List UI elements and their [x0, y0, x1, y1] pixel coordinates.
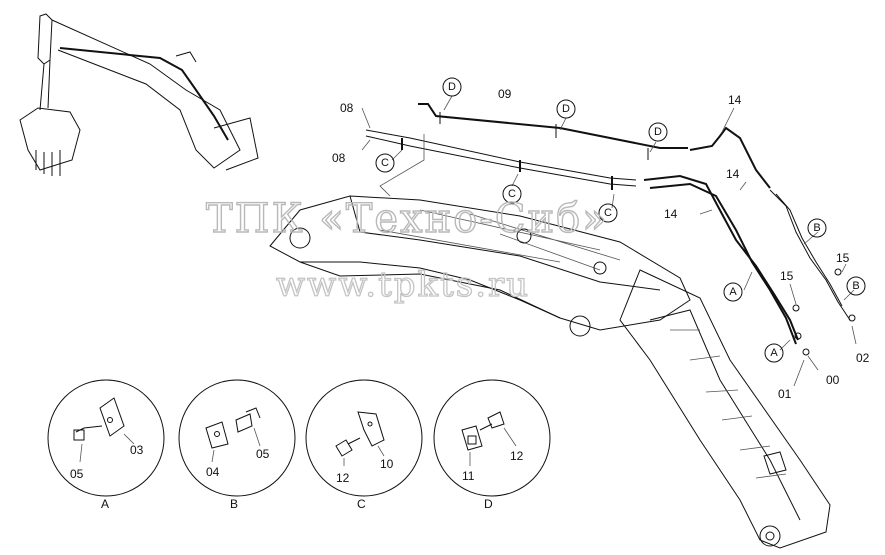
part-label-01: 01 — [778, 387, 792, 401]
svg-text:A: A — [770, 347, 778, 359]
callout-c-3: C — [598, 203, 618, 223]
callout-d-2: D — [556, 99, 576, 119]
hoses-14 — [643, 126, 851, 345]
part-label-15-right: 15 — [836, 251, 850, 265]
svg-text:C: C — [508, 188, 516, 200]
callout-c-2: C — [502, 184, 522, 204]
part-label-15-left: 15 — [780, 269, 794, 283]
detail-d: 11 12 — [433, 379, 551, 497]
fittings — [792, 268, 856, 356]
callout-c-1: C — [375, 153, 395, 173]
detail-c: 12 10 — [305, 379, 423, 497]
detail-a-label-03: 03 — [130, 443, 144, 457]
detail-a-label-05: 05 — [70, 467, 84, 481]
boom — [269, 195, 691, 337]
detail-d-title: D — [484, 497, 493, 511]
detail-a: 05 03 — [47, 379, 165, 497]
detail-c-label-10: 10 — [380, 457, 394, 471]
svg-text:C: C — [604, 207, 612, 219]
watermark-company: ТПК «Техно-Сиб» — [206, 196, 609, 242]
part-label-08-bottom: 08 — [332, 151, 346, 165]
callout-b-2: B — [846, 276, 866, 296]
svg-text:A: A — [729, 286, 737, 298]
svg-text:C: C — [381, 157, 389, 169]
callout-d-3: D — [648, 122, 668, 142]
svg-text:D: D — [654, 126, 662, 138]
part-label-14-lower: 14 — [664, 207, 678, 221]
part-label-02: 02 — [856, 351, 870, 365]
detail-c-label-12: 12 — [336, 471, 350, 485]
detail-b: 04 05 — [178, 379, 296, 497]
detail-a-title: A — [101, 497, 109, 511]
watermark-url: www.tpkts.ru — [276, 265, 530, 305]
callout-b-1: B — [807, 218, 827, 238]
part-label-14-top: 14 — [728, 93, 742, 107]
callout-d-1: D — [442, 77, 462, 97]
detail-b-label-04: 04 — [206, 465, 220, 479]
svg-text:B: B — [852, 280, 859, 292]
callout-a-2: A — [764, 343, 784, 363]
leader-lines — [361, 95, 857, 387]
svg-text:B: B — [813, 222, 820, 234]
detail-b-label-05: 05 — [256, 447, 270, 461]
detail-c-title: C — [357, 497, 366, 511]
callout-a-1: A — [723, 282, 743, 302]
pipes-08 — [365, 129, 637, 197]
part-label-09: 09 — [498, 87, 512, 101]
svg-text:D: D — [448, 81, 456, 93]
part-label-14-middle: 14 — [726, 167, 740, 181]
detail-d-label-11: 11 — [462, 469, 475, 483]
arm — [619, 269, 831, 549]
excavator-overview — [19, 13, 259, 176]
detail-b-title: B — [230, 497, 238, 511]
part-label-08-top: 08 — [340, 101, 354, 115]
part-label-00: 00 — [826, 373, 840, 387]
pipe-09 — [418, 103, 688, 160]
detail-d-label-12: 12 — [510, 449, 524, 463]
svg-text:D: D — [562, 103, 570, 115]
